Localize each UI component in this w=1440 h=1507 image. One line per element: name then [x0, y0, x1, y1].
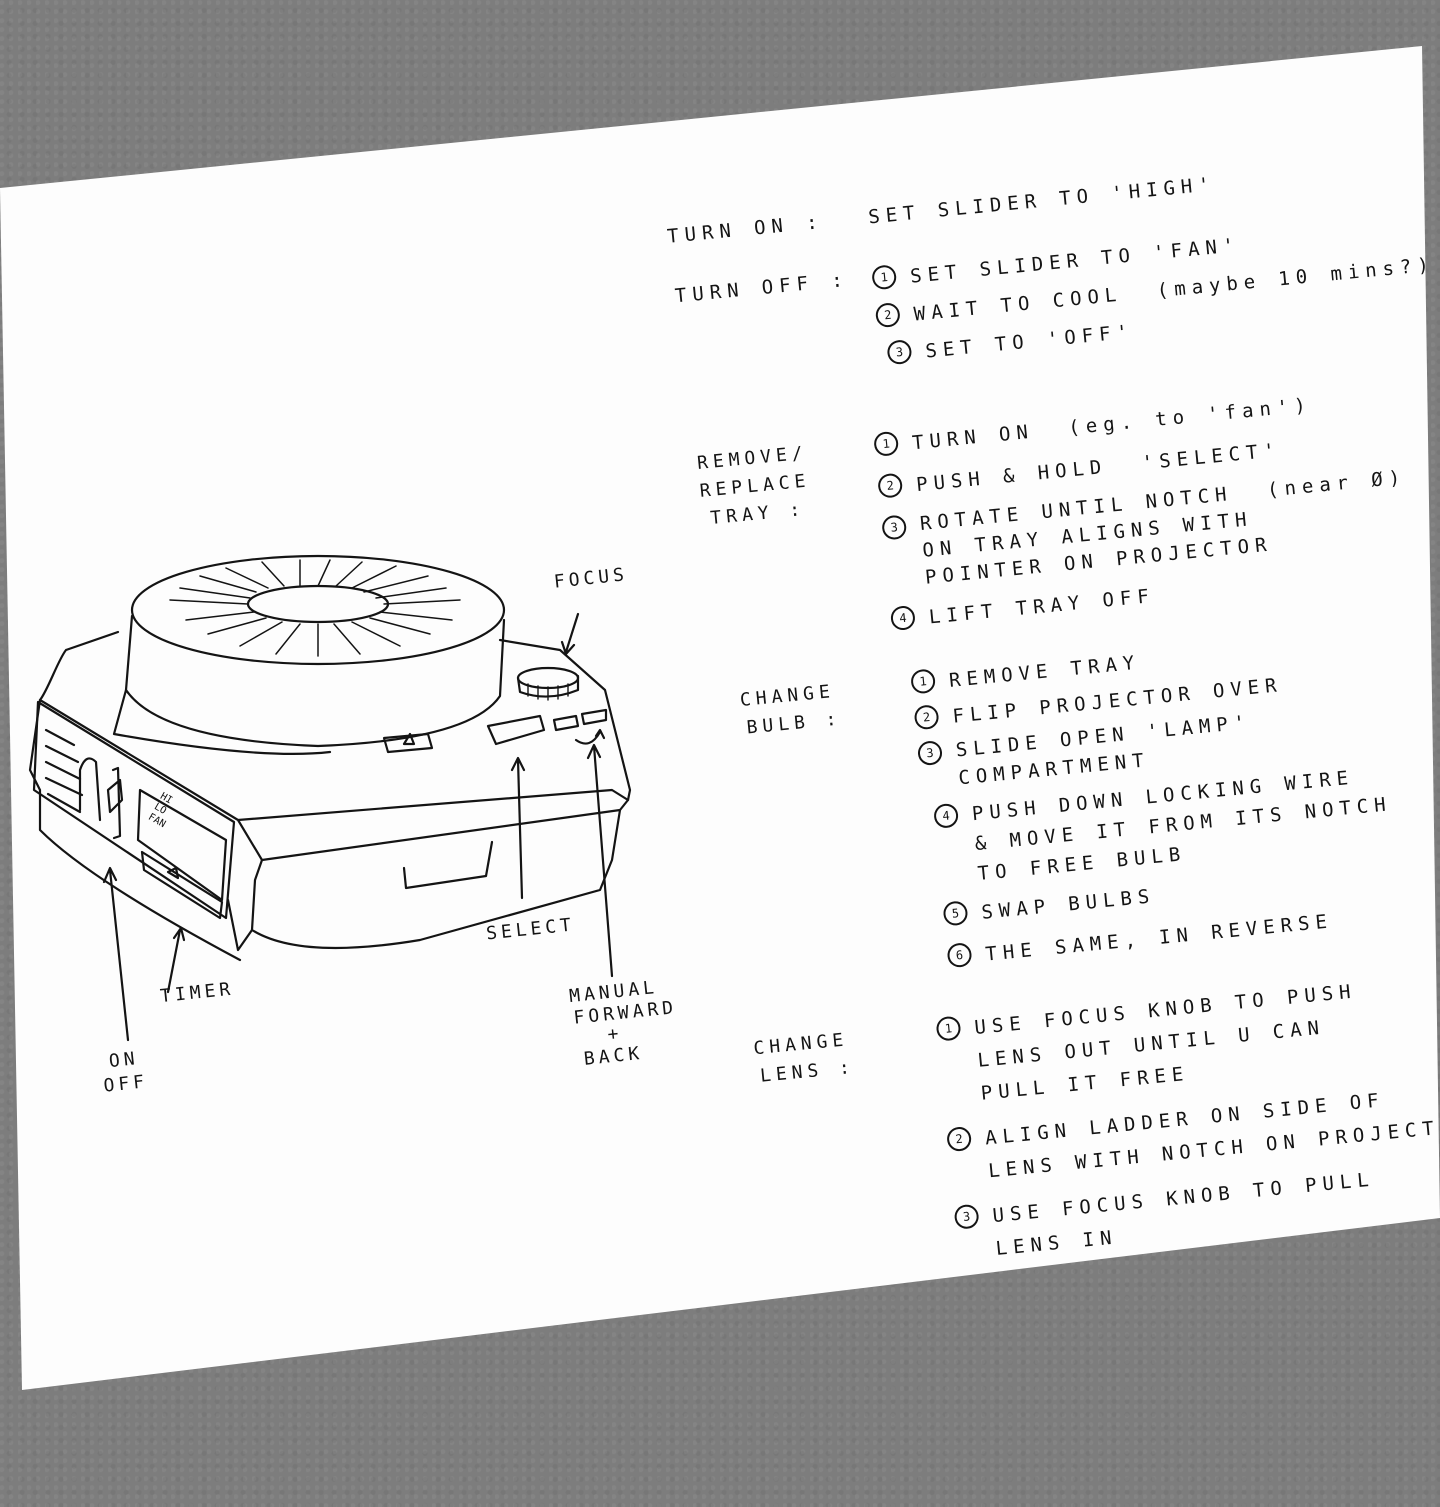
slider-switch	[106, 766, 124, 840]
focus-arrow	[560, 612, 580, 656]
turn-off-label: TURN OFF :	[674, 268, 850, 308]
tray-pointer	[382, 732, 434, 754]
svg-text:ON: ON	[108, 1048, 140, 1072]
paper-sheet	[0, 46, 1440, 1390]
select-button	[486, 714, 546, 746]
select-arrow	[510, 756, 526, 900]
turn-on-label: TURN ON :	[666, 210, 825, 248]
bulb-label: CHANGE BULB :	[739, 680, 843, 739]
projector-top-outline	[38, 630, 632, 802]
on-off-slot	[78, 757, 102, 822]
timer-arrow	[166, 926, 186, 994]
tray-label: REMOVE/ REPLACE TRAY :	[696, 442, 812, 529]
projector-sketch: FOCUS SELECT TIMER ON OFF MANUAL FORWARD…	[28, 554, 678, 1097]
slide-tray-top	[130, 554, 506, 666]
manual-arrow	[586, 743, 614, 978]
front-panel	[32, 700, 236, 920]
side-vent	[402, 840, 494, 890]
svg-text:LO: LO	[152, 801, 168, 817]
manual-back-button	[580, 708, 608, 726]
manual-forward-button	[552, 714, 580, 732]
on-off-arrow	[102, 866, 130, 1042]
turn-on-text: SET SLIDER TO 'HIGH'	[867, 173, 1217, 229]
timer-slot	[140, 850, 224, 920]
svg-text:OFF: OFF	[103, 1071, 149, 1097]
svg-text:+: +	[606, 1023, 623, 1045]
on-off-label: ON OFF	[103, 1048, 149, 1097]
projector-base	[250, 808, 622, 950]
svg-text:HI: HI	[158, 791, 174, 807]
slider-window	[136, 788, 228, 902]
lens-label: CHANGE LENS :	[752, 1029, 856, 1087]
slide-tray-side	[124, 614, 506, 748]
